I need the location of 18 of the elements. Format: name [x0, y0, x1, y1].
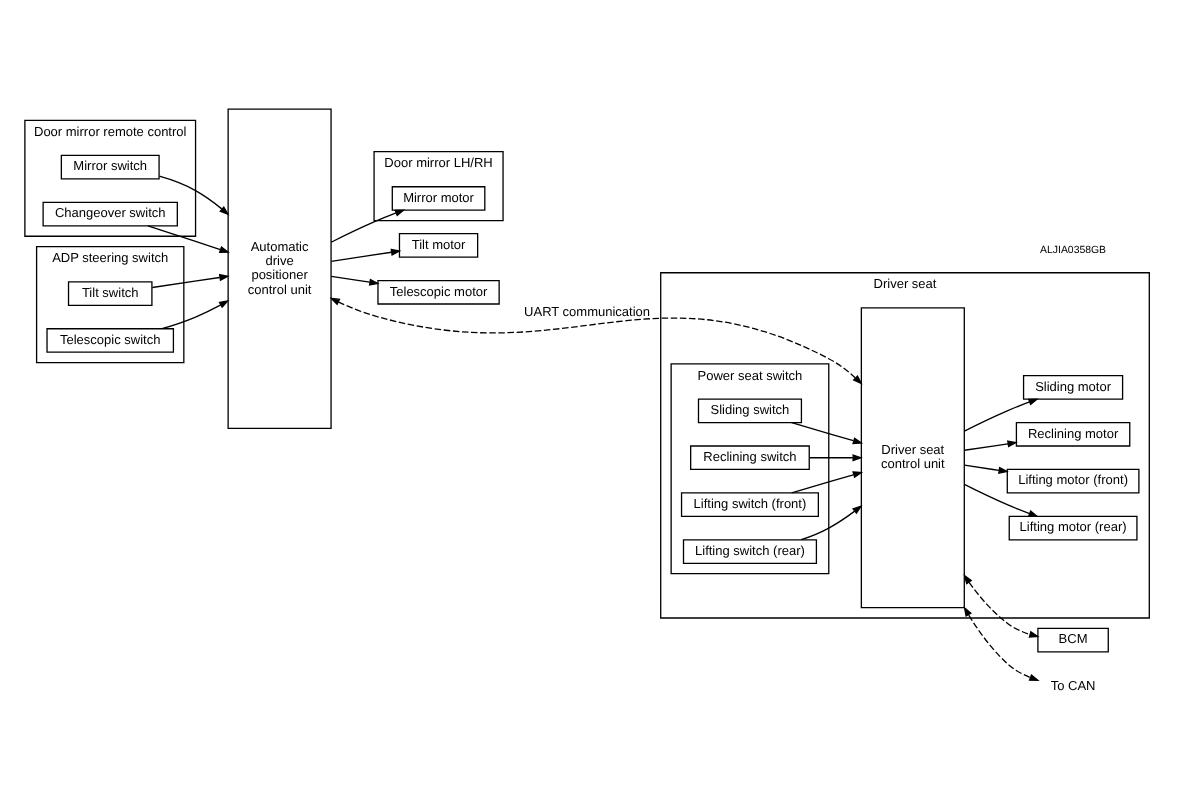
arrow: [791, 421, 864, 444]
arrow: [963, 439, 1018, 450]
arrow: [330, 274, 380, 285]
arrow: [963, 605, 1040, 680]
arrow: [151, 272, 230, 288]
arrow: [963, 397, 1039, 431]
arrow: [330, 247, 402, 261]
arrow: [963, 463, 1009, 473]
arrow: [161, 299, 230, 329]
arrow: [800, 504, 863, 540]
arrow: [808, 453, 863, 461]
arrow: [147, 224, 230, 252]
arrow: [963, 482, 1039, 516]
arrow: [330, 208, 406, 242]
arrow: [791, 470, 864, 493]
arrow: [329, 296, 863, 384]
arrow: [158, 174, 230, 215]
arrow: [963, 573, 1040, 637]
